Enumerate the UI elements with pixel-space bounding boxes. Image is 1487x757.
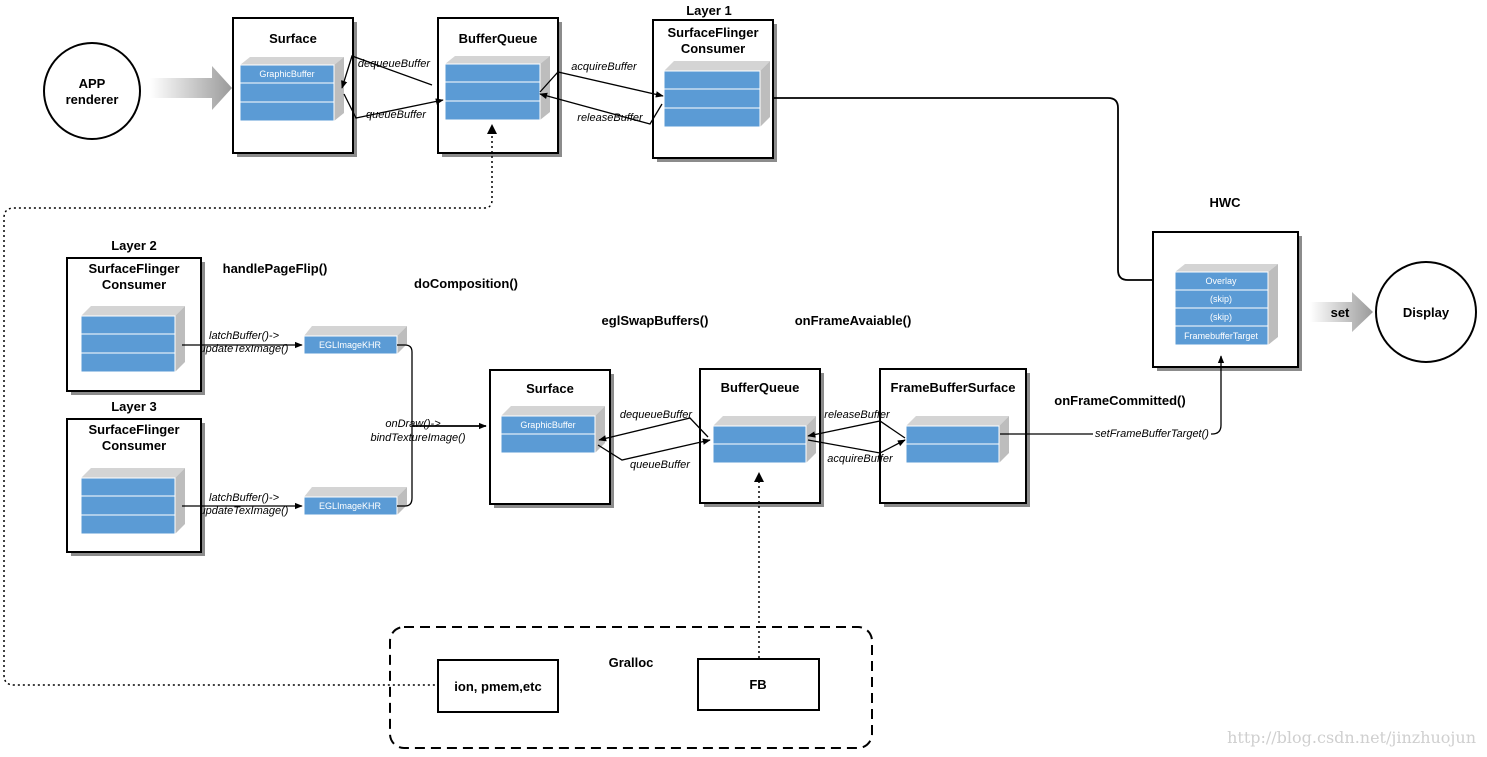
top-acquire-arrow	[539, 71, 664, 98]
bottom-acquire-arrow	[807, 439, 906, 454]
layer2-consumer-title-1: SurfaceFlinger	[88, 261, 179, 276]
app-renderer-label-2: renderer	[66, 92, 119, 107]
hwc-title: HWC	[1209, 195, 1241, 210]
egl-swap-buffers-label: eglSwapBuffers()	[602, 313, 709, 328]
hwc-box: Overlay (skip) (skip) FramebufferTarget	[1152, 231, 1302, 371]
ion-label: ion, pmem,etc	[454, 679, 541, 694]
layer3-consumer-box: SurfaceFlinger Consumer	[66, 418, 205, 556]
set-fb-target-label-bg	[1093, 427, 1211, 440]
fbsurface-to-hwc-connector	[1000, 355, 1225, 435]
layer1-label: Layer 1	[686, 3, 732, 18]
bottom-acquire-label: acquireBuffer	[827, 453, 894, 465]
layer3-label: Layer 3	[111, 399, 157, 414]
top-queue-arrow	[343, 93, 444, 119]
layer3-consumer-title-2: Consumer	[102, 438, 166, 453]
fb-box	[697, 658, 820, 711]
framebuffer-surface-title: FrameBufferSurface	[891, 380, 1016, 395]
bottom-queue-label: queueBuffer	[630, 459, 691, 471]
display-label: Display	[1403, 305, 1450, 320]
layer3-latch-label-1: latchBuffer()->	[209, 492, 280, 504]
top-release-label: releaseBuffer	[577, 112, 644, 124]
bufferqueue-dotted-arrowhead	[487, 124, 497, 134]
app-renderer-label-1: APP	[79, 76, 106, 91]
display-node: Display	[1375, 261, 1477, 363]
on-frame-available-label: onFrameAvaiable()	[795, 313, 912, 328]
bottom-bufferqueue-title: BufferQueue	[721, 380, 800, 395]
top-dequeue-arrow	[341, 55, 433, 89]
bottom-surface-box: Surface GraphicBuffer	[489, 369, 614, 508]
layer2-eglimage: EGLImageKHR	[303, 326, 407, 355]
hwc-item-2: (skip)	[1210, 294, 1232, 304]
hwc-item-3: (skip)	[1210, 312, 1232, 322]
layer2-latch-label-2: updateTexImage()	[200, 343, 289, 355]
handle-page-flip-label: handlePageFlip()	[223, 261, 328, 276]
layer2-label: Layer 2	[111, 238, 157, 253]
top-graphicbuffer-label: GraphicBuffer	[259, 69, 314, 79]
layer1-to-hwc-connector	[773, 97, 1176, 284]
gralloc-title: Gralloc	[609, 655, 654, 670]
app-renderer-node: APP renderer	[43, 42, 141, 140]
layer1-consumer-title-2: Consumer	[681, 41, 745, 56]
ondraw-label-1: onDraw()->	[385, 418, 441, 430]
layer3-eglimage: EGLImageKHR	[303, 487, 407, 516]
ion-box	[437, 659, 559, 713]
framebuffer-surface-box: FrameBufferSurface	[879, 368, 1030, 507]
ondraw-label-2: bindTextureImage()	[371, 432, 466, 444]
do-composition-label: doComposition()	[414, 276, 518, 291]
bottom-graphicbuffer-label: GraphicBuffer	[520, 420, 575, 430]
bottom-release-arrow	[807, 420, 906, 439]
bottom-surface-title: Surface	[526, 381, 574, 396]
top-release-arrow	[539, 92, 663, 125]
bufferqueue-to-ion-dotted-line	[3, 126, 493, 686]
layer2-consumer-box: SurfaceFlinger Consumer	[66, 257, 205, 395]
eglimage-merge-bracket	[397, 344, 413, 507]
top-queue-label: queueBuffer	[366, 109, 427, 121]
top-surface-box: Surface GraphicBuffer	[232, 17, 357, 157]
bottom-bufferqueue-box: BufferQueue	[699, 368, 824, 507]
fb-label: FB	[749, 677, 766, 692]
on-frame-committed-label: onFrameCommitted()	[1054, 393, 1185, 408]
app-to-surface-arrow	[150, 66, 232, 110]
top-surface-title: Surface	[269, 31, 317, 46]
hwc-to-display-arrow	[1310, 292, 1373, 332]
layer2-eglimage-label: EGLImageKHR	[319, 340, 382, 350]
gralloc-container	[389, 626, 873, 749]
hwc-layer-framebuffer-target	[1174, 325, 1269, 346]
set-fb-target-label: setFrameBufferTarget()	[1095, 428, 1209, 440]
top-acquire-label: acquireBuffer	[571, 61, 638, 73]
layer1-consumer-box: SurfaceFlinger Consumer	[652, 19, 777, 162]
bottom-dequeue-label: dequeueBuffer	[620, 409, 694, 421]
bottom-dequeue-arrow	[598, 417, 709, 442]
hwc-item-1: Overlay	[1205, 276, 1237, 286]
layer2-consumer-title-2: Consumer	[102, 277, 166, 292]
top-bufferqueue-title: BufferQueue	[459, 31, 538, 46]
bottom-queue-arrow	[597, 438, 711, 461]
layer1-consumer-title-1: SurfaceFlinger	[667, 25, 758, 40]
fb-dotted-arrowhead	[754, 472, 764, 482]
layer3-consumer-title-1: SurfaceFlinger	[88, 422, 179, 437]
layer2-latch-label-1: latchBuffer()->	[209, 330, 280, 342]
layer3-eglimage-label: EGLImageKHR	[319, 501, 382, 511]
bottom-release-label: releaseBuffer	[824, 409, 891, 421]
set-label: set	[1331, 305, 1350, 320]
top-dequeue-label: dequeueBuffer	[358, 58, 432, 70]
hwc-item-4: FramebufferTarget	[1184, 331, 1258, 341]
layer3-latch-label-2: updateTexImage()	[200, 505, 289, 517]
watermark: http://blog.csdn.net/jinzhuojun	[1227, 728, 1476, 747]
